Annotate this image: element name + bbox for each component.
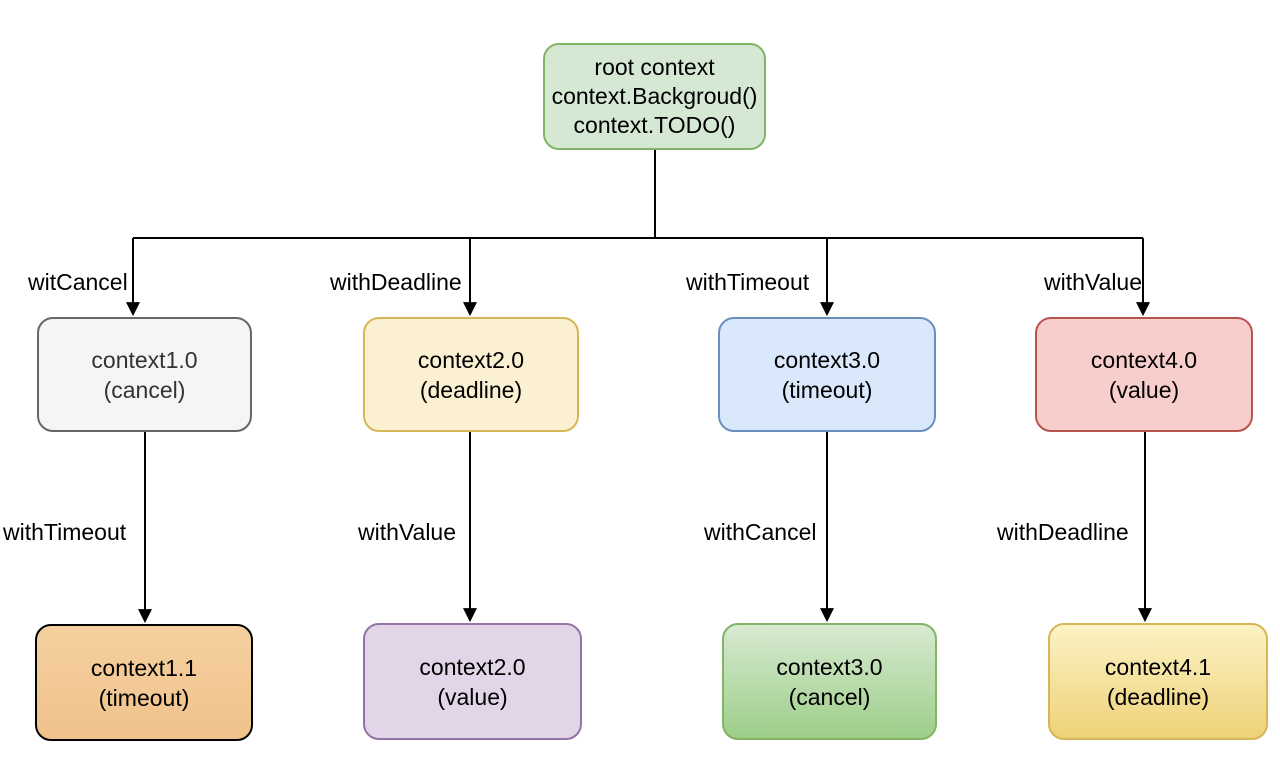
node-root-context: root context context.Backgroud() context… <box>543 43 766 150</box>
node-subtitle: (cancel) <box>103 376 186 403</box>
node-context2-0-value: context2.0 (value) <box>363 623 582 740</box>
node-title: context3.0 <box>773 346 881 373</box>
node-title: context1.1 <box>90 654 198 681</box>
node-context1-1-timeout: context1.1 (timeout) <box>35 624 253 741</box>
node-title: context3.0 <box>776 653 883 680</box>
node-subtitle: (timeout) <box>781 376 873 403</box>
node-context2-0-deadline: context2.0 (deadline) <box>363 317 579 432</box>
node-subtitle: (deadline) <box>1106 683 1210 710</box>
edge-label-withtimeout-2: withTimeout <box>3 519 127 545</box>
node-title: context4.1 <box>1104 653 1212 680</box>
node-context1-0-cancel: context1.0 (cancel) <box>37 317 252 432</box>
node-title: context2.0 <box>417 346 525 373</box>
node-subtitle: (value) <box>437 683 508 710</box>
edge-label-withvalue: withValue <box>1044 269 1143 295</box>
node-context3-0-timeout: context3.0 (timeout) <box>718 317 936 432</box>
node-subtitle: (value) <box>1108 376 1180 403</box>
node-subtitle: (timeout) <box>98 684 190 711</box>
node-title: context2.0 <box>419 653 526 680</box>
edge-label-withvalue-2: withValue <box>358 519 457 545</box>
root-line-2: context.Backgroud() <box>551 83 758 109</box>
edge-label-withdeadline-2: withDeadline <box>997 519 1129 545</box>
edge-label-withdeadline: withDeadline <box>330 269 462 295</box>
node-context3-0-cancel: context3.0 (cancel) <box>722 623 937 740</box>
node-subtitle: (deadline) <box>419 376 523 403</box>
node-subtitle: (cancel) <box>788 683 871 710</box>
edge-label-withtimeout: withTimeout <box>686 269 810 295</box>
node-context4-0-value: context4.0 (value) <box>1035 317 1253 432</box>
node-context4-1-deadline: context4.1 (deadline) <box>1048 623 1268 740</box>
edge-label-witcancel: witCancel <box>28 269 128 295</box>
root-line-1: root context <box>594 54 715 80</box>
root-line-3: context.TODO() <box>573 112 736 138</box>
edge-label-withcancel-2: withCancel <box>704 519 817 545</box>
node-title: context1.0 <box>91 346 198 373</box>
node-title: context4.0 <box>1090 346 1198 373</box>
